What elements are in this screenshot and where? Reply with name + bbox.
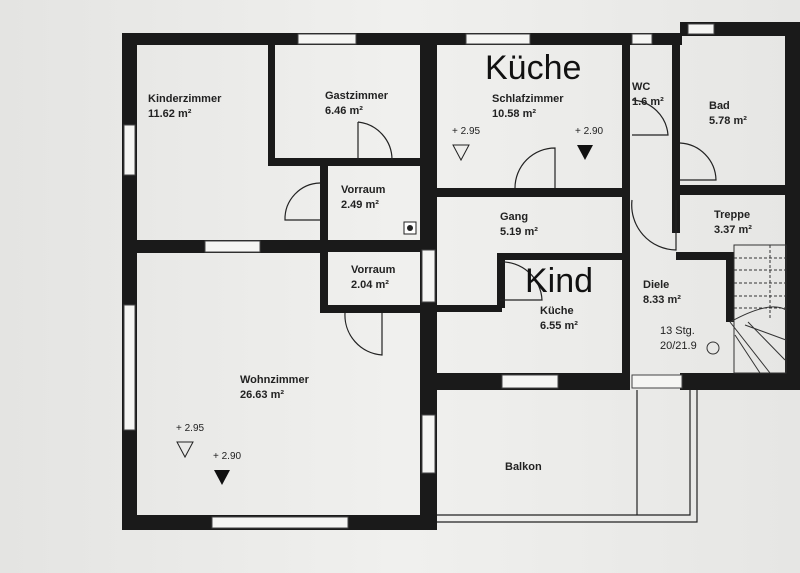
overlay-label-kueche: Küche <box>485 49 582 87</box>
room-balkon: Balkon <box>505 461 542 473</box>
stair-info: 13 Stg.20/21.9 <box>660 325 697 352</box>
level-marker-1: + 2.95 <box>452 126 481 137</box>
overlay-label-kind: Kind <box>525 262 594 300</box>
level-marker-3: + 2.95 <box>176 423 205 434</box>
doors <box>284 99 717 356</box>
level-markers <box>176 144 593 485</box>
level-marker-2: + 2.90 <box>575 126 604 137</box>
balcony-railing <box>437 390 698 523</box>
staircase <box>706 244 787 374</box>
windows <box>123 23 715 529</box>
level-marker-4: + 2.90 <box>213 451 242 462</box>
